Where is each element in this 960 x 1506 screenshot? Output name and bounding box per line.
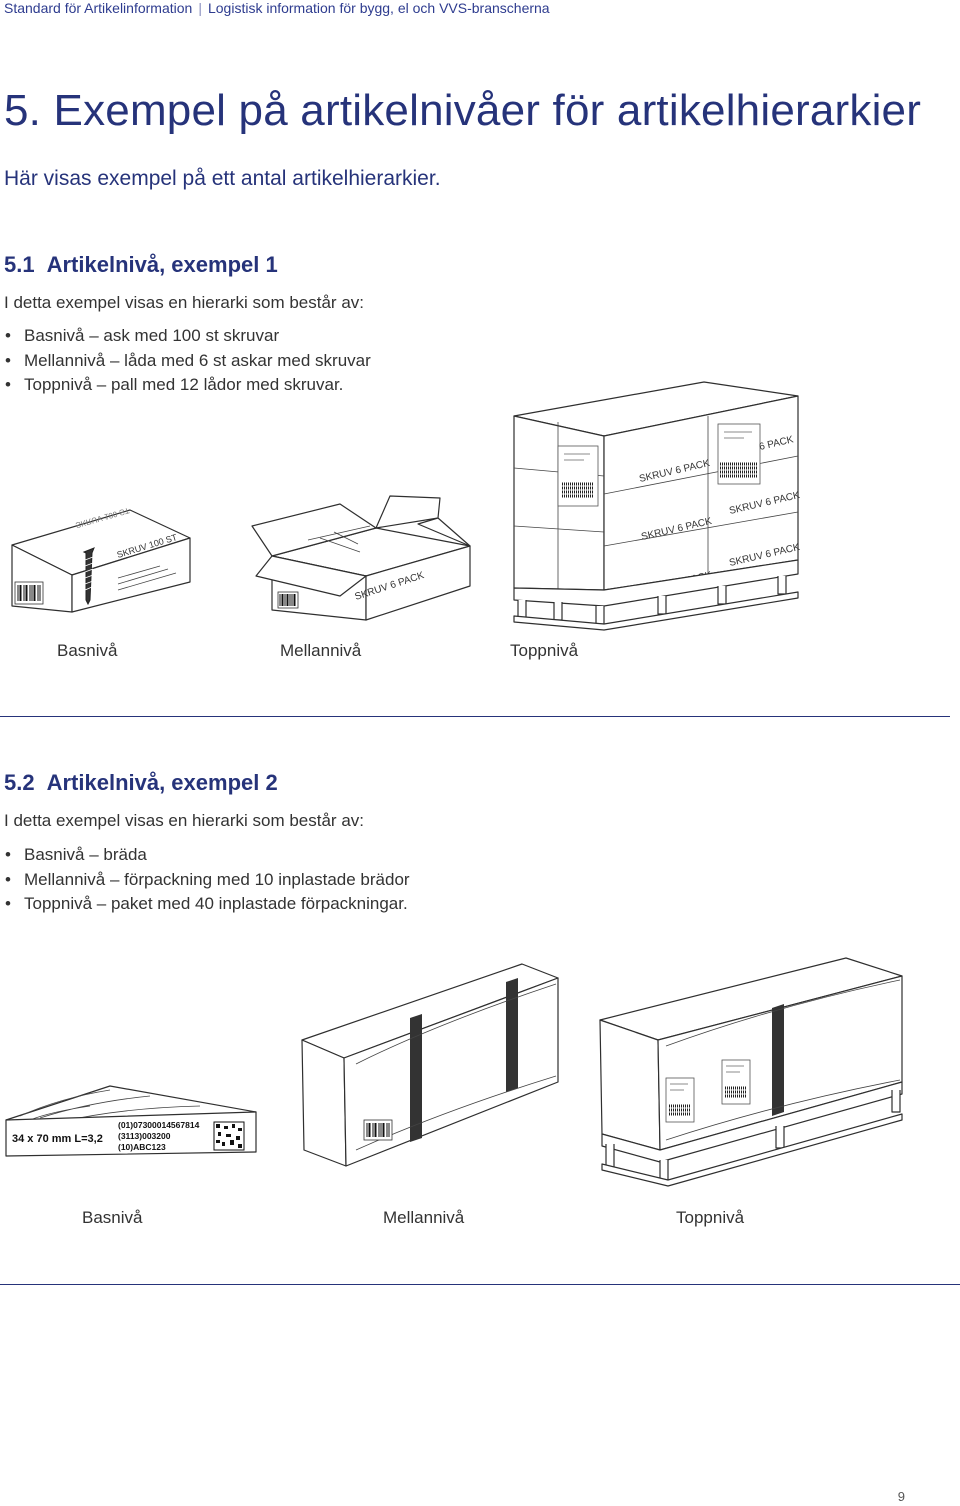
board-size-label: 34 x 70 mm L=3,2 bbox=[12, 1133, 103, 1145]
page-title: 5. Exempel på artikelnivåer för artikelh… bbox=[4, 86, 922, 135]
header-separator: | bbox=[198, 0, 202, 16]
section2-title: Artikelnivå, exempel 2 bbox=[46, 770, 278, 795]
screw-icon bbox=[82, 547, 95, 606]
list-item: Mellannivå – förpackning med 10 inplasta… bbox=[4, 868, 410, 893]
section-divider bbox=[0, 1284, 960, 1285]
wrapped-package-illustration bbox=[301, 963, 559, 1167]
section1-lead: I detta exempel visas en hierarki som be… bbox=[4, 293, 364, 312]
caption-mellanniva: Mellannivå bbox=[383, 1208, 465, 1227]
section2-number: 5.2 bbox=[4, 770, 35, 795]
running-header: Standard för Artikelinformation | Logistis… bbox=[4, 0, 550, 16]
pallet-package-label bbox=[721, 1059, 751, 1105]
package-pallet-illustration bbox=[599, 957, 903, 1187]
section1-bullets: Basnivå – ask med 100 st skruvar Mellann… bbox=[4, 324, 371, 398]
caption-mellanniva: Mellannivå bbox=[280, 641, 362, 660]
list-item: Basnivå – bräda bbox=[4, 843, 410, 868]
section1-title: Artikelnivå, exempel 1 bbox=[46, 252, 278, 277]
caption-toppniva: Toppnivå bbox=[676, 1208, 745, 1227]
carton-illustration: SKRUV 6 PACK bbox=[251, 495, 471, 621]
page-number: 9 bbox=[897, 1489, 905, 1504]
pallet-illustration: SKRUV 6 PACK 6 PACK SKRUV 6 PACK SKRUV 6… bbox=[513, 381, 801, 631]
board-illustration: 34 x 70 mm L=3,2 (01)07300014567814 (311… bbox=[5, 1085, 257, 1157]
section1-heading: 5.1 Artikelnivå, exempel 1 bbox=[4, 252, 278, 278]
caption-basniva: Basnivå bbox=[82, 1208, 143, 1227]
intro-text: Här visas exempel på ett antal artikelhi… bbox=[4, 167, 441, 190]
caption-basniva: Basnivå bbox=[57, 641, 118, 660]
list-item: Toppnivå – pall med 12 lådor med skruvar… bbox=[4, 373, 371, 398]
section2-heading: 5.2 Artikelnivå, exempel 2 bbox=[4, 770, 278, 796]
datamatrix-icon bbox=[213, 1121, 245, 1151]
board-gs1-line: (3113)003200 bbox=[118, 1131, 171, 1141]
section2-bullets: Basnivå – bräda Mellannivå – förpackning… bbox=[4, 843, 410, 917]
board-gs1-line: (10)ABC123 bbox=[118, 1142, 166, 1152]
header-standard: Standard för Artikelinformation bbox=[4, 0, 193, 16]
pallet-box-label bbox=[557, 445, 599, 507]
list-item: Toppnivå – paket med 40 inplastade förpa… bbox=[4, 892, 410, 917]
caption-toppniva: Toppnivå bbox=[510, 641, 579, 660]
barcode-icon bbox=[277, 591, 299, 609]
list-item: Mellannivå – låda med 6 st askar med skr… bbox=[4, 349, 371, 374]
barcode-icon bbox=[14, 581, 44, 605]
header-subtitle: Logistisk information för bygg, el och V… bbox=[207, 0, 550, 16]
section1-number: 5.1 bbox=[4, 252, 35, 277]
section2-lead: I detta exempel visas en hierarki som be… bbox=[4, 811, 364, 830]
barcode-icon bbox=[363, 1119, 393, 1141]
screw-box-illustration: SKRUV 100 ST SKRUV 100 ST bbox=[11, 506, 191, 613]
list-item: Basnivå – ask med 100 st skruvar bbox=[4, 324, 371, 349]
section-divider bbox=[0, 716, 950, 717]
board-gs1-line: (01)07300014567814 bbox=[118, 1120, 200, 1130]
pallet-box-label bbox=[717, 423, 761, 485]
pallet-package-label bbox=[665, 1077, 695, 1123]
